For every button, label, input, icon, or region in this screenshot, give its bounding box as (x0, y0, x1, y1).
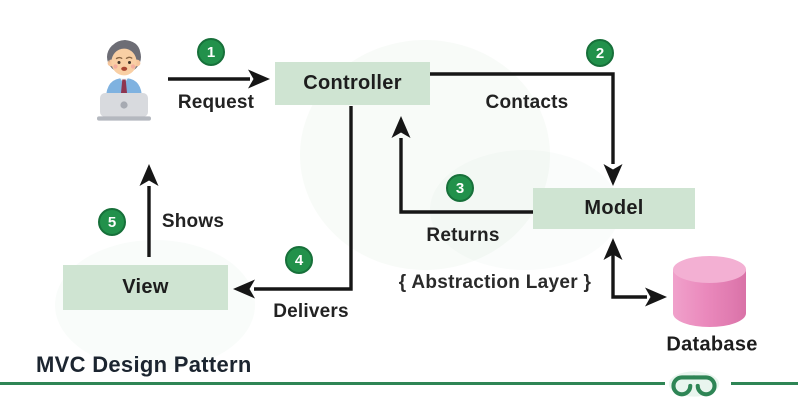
database-label: Database (666, 333, 758, 356)
step-1-number: 1 (206, 43, 216, 61)
model-label: Model (584, 197, 644, 219)
step-3-number: 3 (455, 179, 465, 197)
step-4-badge: 4 (285, 246, 313, 274)
view-label: View (122, 276, 169, 298)
shows-label: Shows (161, 211, 225, 232)
delivers-label: Delivers (273, 301, 349, 322)
geeksforgeeks-logo (668, 371, 720, 397)
controller-label: Controller (303, 72, 402, 94)
database-cylinder-icon (673, 256, 746, 332)
step-5-badge: 5 (98, 208, 126, 236)
diagram-title: MVC Design Pattern (36, 352, 252, 377)
request-label: Request (177, 92, 255, 113)
request-arrow (168, 69, 270, 89)
abstraction-layer-annotation: { Abstraction Layer } (398, 272, 592, 293)
delivers-arrow (233, 106, 353, 299)
step-2-badge: 2 (586, 39, 614, 67)
model-node: Model (533, 188, 695, 229)
returns-label: Returns (426, 225, 500, 246)
contacts-arrow (429, 72, 623, 186)
database-cylinder-top (673, 256, 746, 283)
step-2-number: 2 (595, 44, 605, 62)
person-at-laptop-icon (97, 40, 151, 121)
model-database-arrow (603, 238, 667, 307)
view-node: View (63, 265, 228, 310)
footer-rule-right (731, 382, 798, 385)
step-3-badge: 3 (446, 174, 474, 202)
returns-arrow (391, 116, 533, 214)
controller-node: Controller (275, 62, 430, 105)
shows-arrow (139, 164, 159, 257)
step-4-number: 4 (294, 251, 304, 269)
contacts-label: Contacts (485, 92, 569, 113)
step-5-number: 5 (107, 213, 117, 231)
footer-rule-left (0, 382, 665, 385)
step-1-badge: 1 (197, 38, 225, 66)
